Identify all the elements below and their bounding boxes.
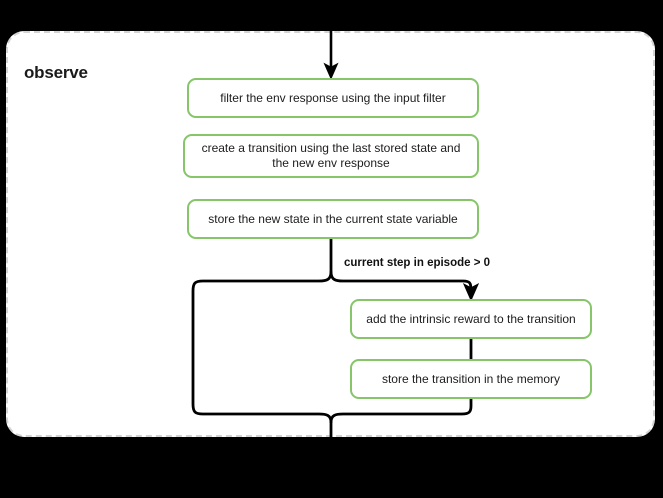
node-label: add the intrinsic reward to the transiti… [366, 311, 576, 326]
node-create-transition[interactable]: create a transition using the last store… [183, 134, 479, 178]
scope-title-observe: observe [24, 63, 88, 82]
node-add-intrinsic-reward[interactable]: add the intrinsic reward to the transiti… [350, 299, 592, 339]
node-store-transition-memory[interactable]: store the transition in the memory [350, 359, 592, 399]
node-label: filter the env response using the input … [220, 90, 446, 105]
node-label: create a transition using the last store… [201, 141, 461, 170]
node-label: store the transition in the memory [381, 371, 561, 386]
node-store-new-state[interactable]: store the new state in the current state… [187, 199, 479, 239]
node-label: store the new state in the current state… [208, 211, 458, 226]
edge-label-current-step-condition: current step in episode > 0 [344, 257, 491, 269]
node-filter-env-response[interactable]: filter the env response using the input … [187, 78, 479, 118]
